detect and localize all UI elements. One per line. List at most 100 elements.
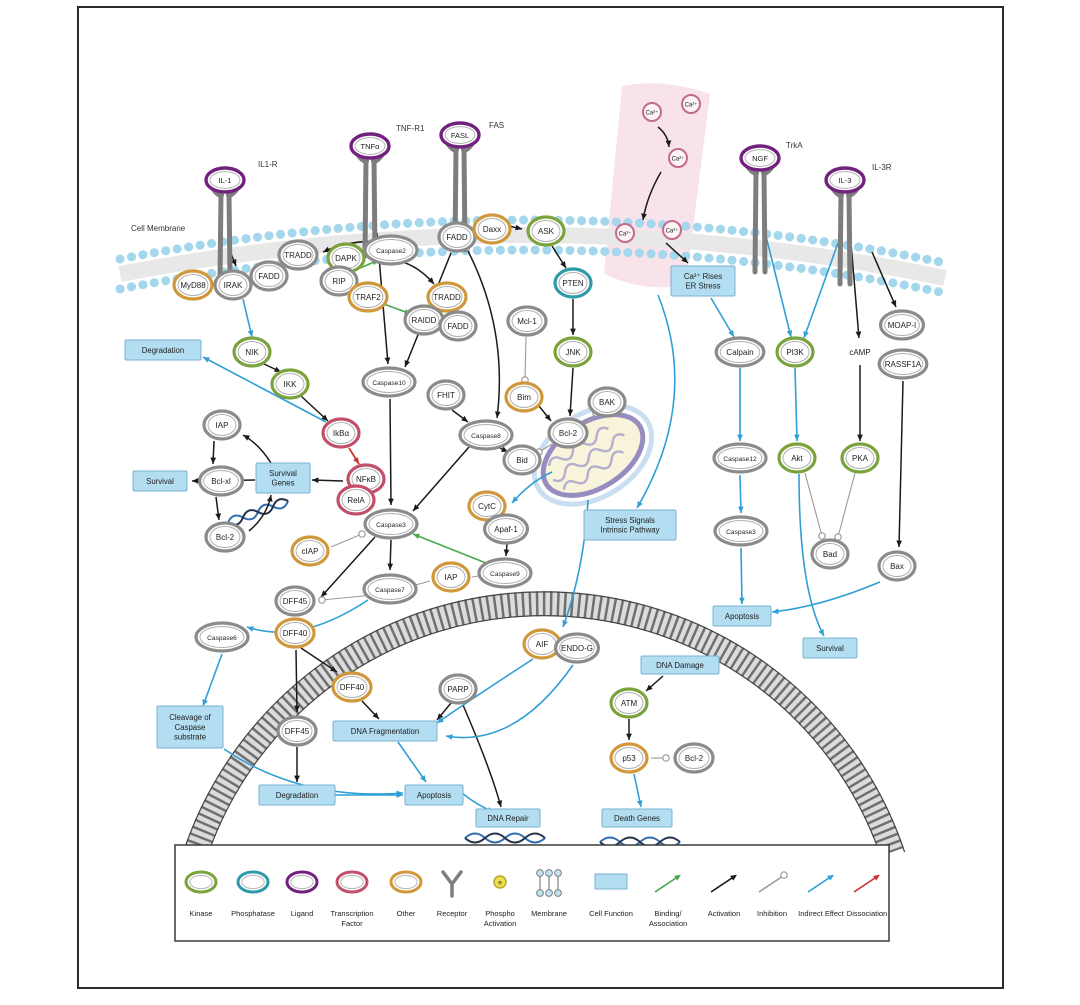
box-label-line: DNA Fragmentation	[351, 727, 419, 736]
node-label: RASSF1A	[885, 360, 922, 369]
node-label: Calpain	[726, 348, 753, 357]
node-label: FHIT	[437, 391, 455, 400]
node-label: Daxx	[483, 225, 501, 234]
box-survival2: Survival	[802, 637, 858, 659]
edge-A-29	[436, 702, 452, 721]
node-label: Bcl-xl	[211, 477, 231, 486]
node-inner-ring	[678, 747, 710, 769]
node-label: RAIDD	[412, 316, 437, 325]
node-label: DFF45	[283, 597, 308, 606]
node-ring	[426, 281, 468, 313]
node-inner-ring	[463, 424, 509, 446]
edge-I-46	[445, 664, 574, 740]
node-tradd1: TRADD	[277, 239, 319, 271]
edge-line	[524, 336, 527, 381]
edge-I-59	[633, 773, 643, 808]
legend-item-arrow-indirect: Indirect Effect	[798, 874, 845, 918]
node-nik: NIK	[232, 336, 272, 368]
receptor-name: TNF-R1	[396, 124, 425, 133]
node-label: cIAP	[302, 547, 319, 556]
ca-ion: Ca²⁺	[668, 148, 688, 168]
edge-H-75	[318, 594, 374, 604]
edge-line	[300, 647, 338, 673]
arrowhead	[247, 330, 254, 337]
edge-line	[436, 658, 534, 724]
node-label: TRADD	[433, 293, 461, 302]
legend-arrowhead	[873, 874, 880, 881]
node-ring	[331, 671, 373, 703]
node-dff45b: DFF45	[276, 715, 318, 747]
legend-lipid-head	[554, 869, 562, 877]
node-cytc: CytC	[467, 490, 507, 522]
node-label: Caspase8	[471, 433, 501, 440]
edge-line	[320, 536, 376, 598]
arrowhead	[437, 717, 444, 723]
ca-ion-label: Ca²⁺	[666, 227, 679, 234]
arrowhead	[681, 256, 688, 263]
node-caspase2: Caspase2	[363, 234, 419, 266]
node-bax: Bax	[877, 550, 917, 582]
legend-item-other: Other	[389, 870, 423, 918]
edge-A-8	[248, 494, 273, 532]
node-inner-ring	[482, 562, 528, 584]
node-caspase12: Caspase12	[712, 442, 768, 474]
node-label: Caspase2	[376, 248, 406, 255]
edge-line	[837, 472, 856, 538]
nucleus-hatch	[184, 591, 904, 857]
edge-I-55	[794, 367, 800, 442]
node-moap1: MOAP-I	[878, 309, 925, 341]
node-rip: RIP	[319, 265, 359, 297]
arrowhead	[384, 357, 391, 364]
arrowhead	[387, 563, 394, 570]
node-inner-ring	[408, 309, 440, 331]
node-ring	[775, 336, 815, 368]
node-iap1: IAP	[202, 409, 242, 441]
node-ring	[504, 381, 544, 413]
ligand-name: NGF	[752, 154, 768, 163]
node-myd88: MyD88	[172, 269, 214, 301]
node-label: CytC	[478, 502, 496, 511]
edge-A-13	[467, 250, 501, 419]
box-death_genes: Death Genes	[601, 808, 673, 828]
ca-ion-label: Ca²⁺	[685, 101, 698, 108]
ligand-name: IL-1	[219, 176, 232, 185]
node-ring	[204, 521, 246, 553]
arrowhead	[501, 446, 508, 452]
node-ring	[609, 687, 649, 719]
edge-line	[794, 367, 798, 442]
node-ikk: IKK	[270, 368, 310, 400]
cristae	[562, 450, 624, 490]
node-ring	[467, 490, 507, 522]
box-label-line: Caspase	[175, 723, 206, 732]
legend-label: Cell Function	[589, 909, 633, 918]
node-label: Akt	[791, 454, 803, 463]
arrowhead	[857, 434, 863, 441]
node-ring	[810, 538, 850, 570]
edge-line	[330, 533, 363, 548]
arrowhead	[646, 684, 653, 691]
legend-arrow-line	[654, 875, 680, 893]
edge-I-58	[636, 294, 676, 509]
node-bcl2b: Bcl-2	[204, 521, 246, 553]
cell-membrane-label: Cell Membrane	[131, 224, 186, 233]
edge-line	[569, 367, 574, 417]
cell-function-box	[802, 637, 858, 659]
arrowhead	[728, 330, 734, 337]
node-raidd: RAIDD	[403, 304, 445, 336]
cell-function-box	[475, 808, 541, 828]
edge-A-6	[210, 440, 217, 465]
node-label: FADD	[447, 322, 469, 331]
edge-line	[763, 227, 792, 338]
node-inner-ring	[558, 341, 588, 363]
inhibition-circle	[662, 754, 670, 762]
box-label-line: Survival	[146, 477, 174, 486]
edge-line	[636, 294, 676, 509]
box-dna_damage: DNA Damage	[640, 655, 720, 675]
node-inner-ring	[431, 286, 463, 308]
node-ring	[426, 379, 466, 411]
node-bcl2a: Bcl-2	[547, 417, 589, 449]
legend-arrow-line	[710, 875, 736, 893]
edge-A-25	[300, 647, 338, 673]
node-inner-ring	[884, 314, 920, 336]
legend-label: Kinase	[190, 909, 213, 918]
